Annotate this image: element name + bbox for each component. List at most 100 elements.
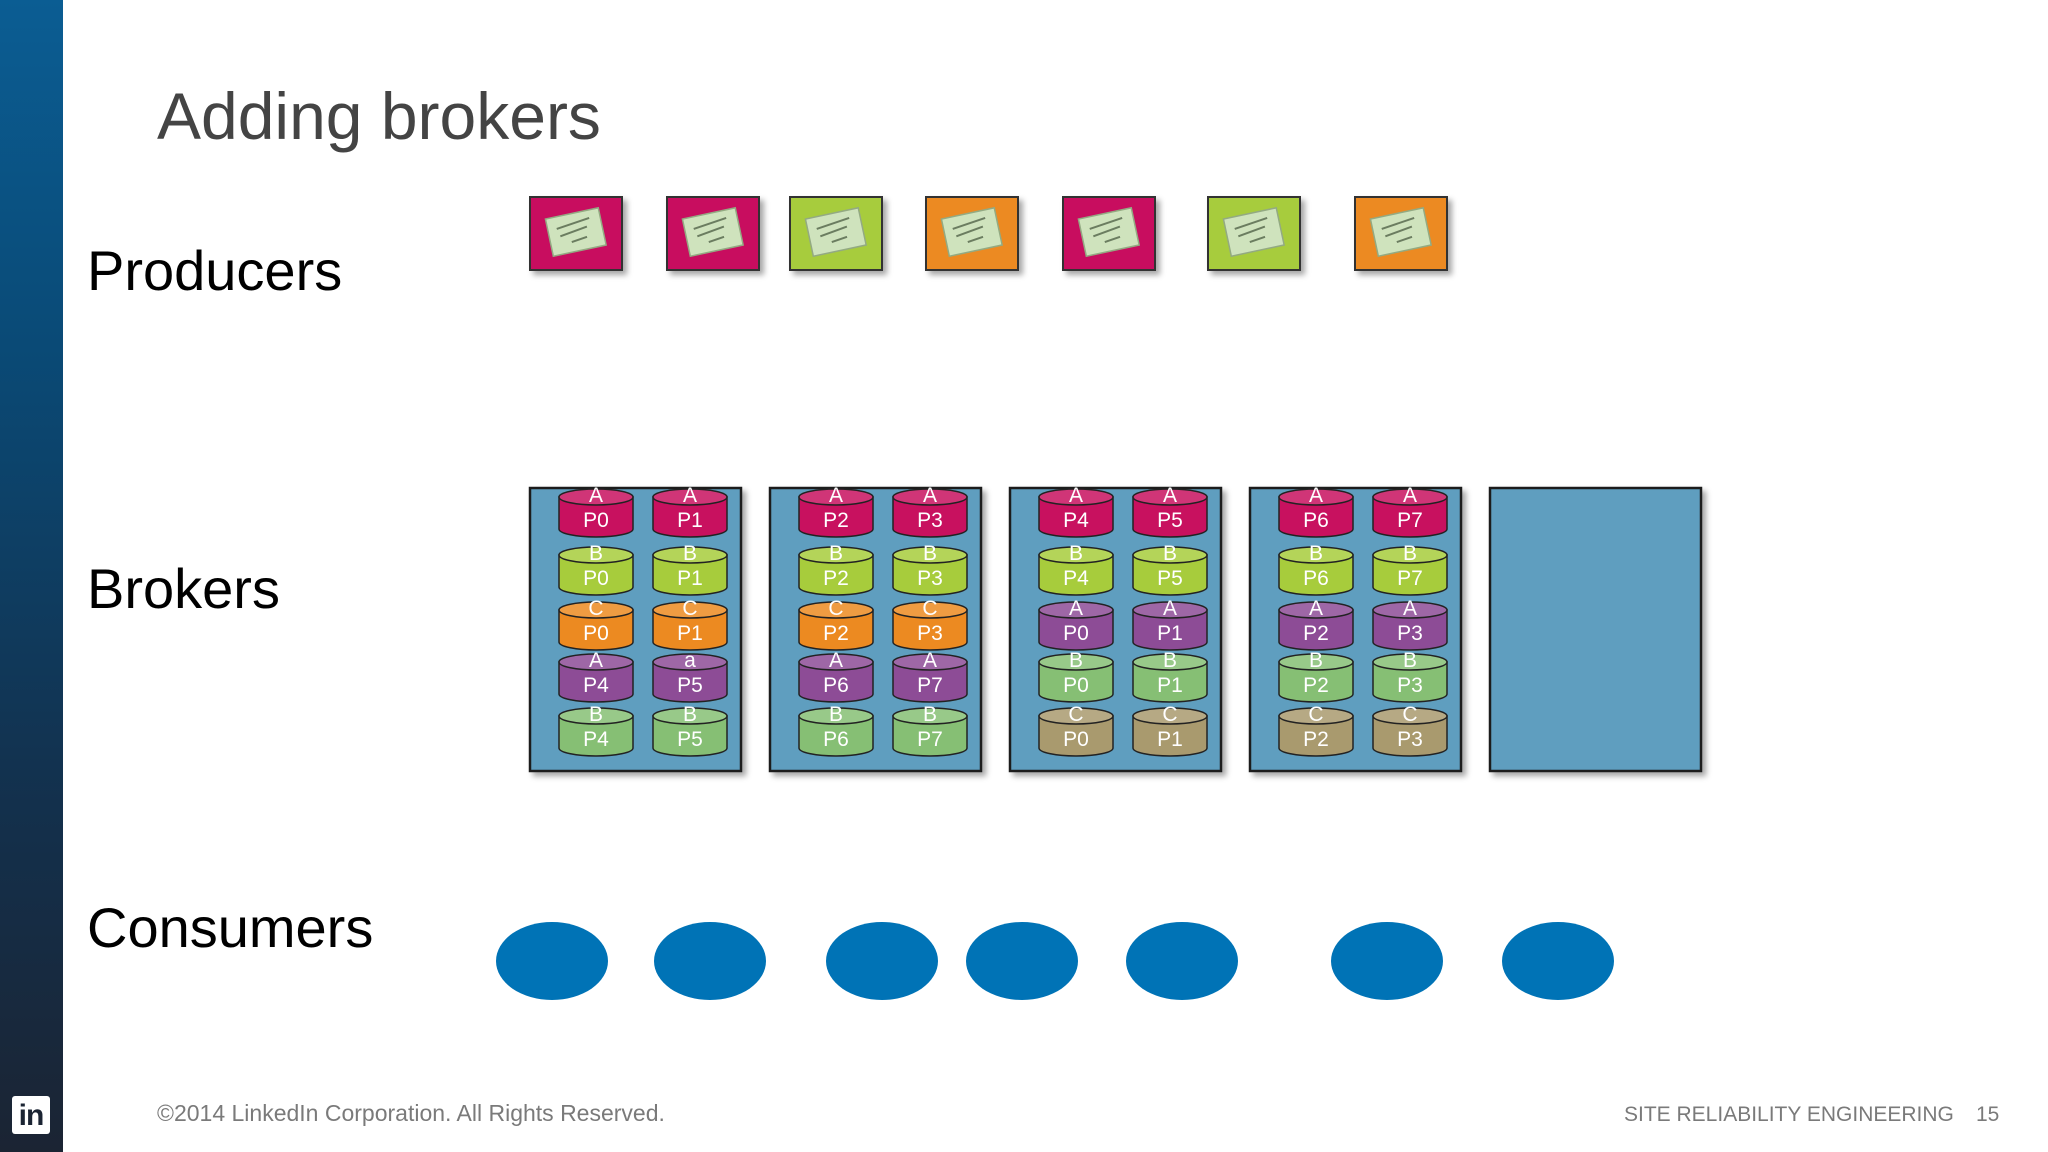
brokers-label: Brokers [87,557,280,620]
partition-id-label: P0 [1063,674,1089,697]
producer-1 [529,196,623,271]
partition-id-label: P4 [1063,509,1089,532]
consumers-label: Consumers [87,896,374,959]
partition-id-label: P0 [1063,622,1089,645]
partition-id-label: P0 [583,509,609,532]
partition-cylinder: AP6 [798,649,874,703]
partition-cylinder: BP6 [1278,542,1354,596]
consumer-3 [826,922,938,1000]
note-icon [681,206,745,258]
note-icon [1369,206,1433,258]
consumer-6 [1331,922,1443,1000]
partition-id-label: P2 [1303,674,1329,697]
page-number: 15 [1976,1103,2000,1126]
partition-topic-label: C [682,597,697,620]
partition-topic-label: C [1402,703,1417,726]
producers-label: Producers [87,239,343,302]
partition-cylinder: BP7 [892,703,968,757]
note-icon [1222,206,1286,258]
consumer-7 [1502,922,1614,1000]
partition-cylinder: BP3 [1372,649,1448,703]
sidebar: in [0,0,63,1152]
partition-topic-label: B [1069,542,1083,565]
partition-cylinder: CP2 [798,597,874,651]
partition-cylinder: AP3 [892,484,968,538]
partition-cylinder: AP4 [558,649,634,703]
partition-topic-label: A [1069,484,1083,507]
partition-id-label: P5 [1157,567,1183,590]
partition-topic-label: B [1163,542,1177,565]
copyright-text: ©2014 LinkedIn Corporation. All Rights R… [157,1100,665,1126]
note-icon [940,206,1004,258]
partition-id-label: P2 [823,622,849,645]
partition-topic-label: A [1163,484,1177,507]
partition-id-label: P1 [677,509,703,532]
partition-topic-label: A [683,484,697,507]
partition-id-label: P0 [1063,728,1089,751]
partition-id-label: P3 [1397,728,1423,751]
partition-cylinder: CP3 [1372,703,1448,757]
partition-id-label: P7 [1397,509,1423,532]
partition-topic-label: B [1309,542,1323,565]
partition-topic-label: B [683,703,697,726]
partition-id-label: P5 [1157,509,1183,532]
partition-topic-label: A [1403,597,1417,620]
partition-id-label: P1 [1157,622,1183,645]
partition-topic-label: C [588,597,603,620]
partition-topic-label: C [1162,703,1177,726]
partition-topic-label: A [1309,597,1323,620]
partition-cylinder: AP6 [1278,484,1354,538]
partition-topic-label: A [1163,597,1177,620]
partition-id-label: P0 [583,567,609,590]
partition-id-label: P1 [1157,728,1183,751]
partition-id-label: P3 [1397,674,1423,697]
producer-4 [925,196,1019,271]
producer-5 [1062,196,1156,271]
partition-id-label: P2 [1303,622,1329,645]
partition-cylinder: CP0 [558,597,634,651]
partition-cylinder: CP2 [1278,703,1354,757]
note-icon [1077,206,1141,258]
broker-5 [1488,486,1703,773]
partition-cylinder: BP0 [558,542,634,596]
partition-cylinder: AP0 [1038,597,1114,651]
partition-topic-label: B [1163,649,1177,672]
partition-topic-label: C [828,597,843,620]
partition-topic-label: A [1403,484,1417,507]
partition-topic-label: B [1069,649,1083,672]
partition-cylinder: BP3 [892,542,968,596]
partition-cylinder: AP1 [652,484,728,538]
footer-section-text: SITE RELIABILITY ENGINEERING [1624,1103,1954,1126]
partition-id-label: P6 [1303,509,1329,532]
partition-id-label: P3 [917,567,943,590]
partition-id-label: P1 [1157,674,1183,697]
partition-id-label: P5 [677,728,703,751]
partition-cylinder: BP4 [558,703,634,757]
consumer-5 [1126,922,1238,1000]
partition-id-label: P6 [823,728,849,751]
partition-topic-label: a [684,649,696,672]
partition-cylinder: BP5 [652,703,728,757]
partition-id-label: P5 [677,674,703,697]
partition-cylinder: AP7 [892,649,968,703]
partition-topic-label: C [1068,703,1083,726]
partition-cylinder: CP1 [1132,703,1208,757]
partition-topic-label: B [683,542,697,565]
partition-id-label: P1 [677,622,703,645]
partition-cylinder: AP7 [1372,484,1448,538]
note-icon [544,206,608,258]
partition-id-label: P3 [917,622,943,645]
partition-topic-label: A [589,484,603,507]
partition-id-label: P4 [1063,567,1089,590]
note-icon [804,206,868,258]
partition-topic-label: C [922,597,937,620]
slide-title: Adding brokers [157,79,601,153]
partition-cylinder: AP0 [558,484,634,538]
partition-id-label: P1 [677,567,703,590]
partition-cylinder: AP2 [798,484,874,538]
partition-cylinder: BP1 [652,542,728,596]
partition-topic-label: A [923,484,937,507]
